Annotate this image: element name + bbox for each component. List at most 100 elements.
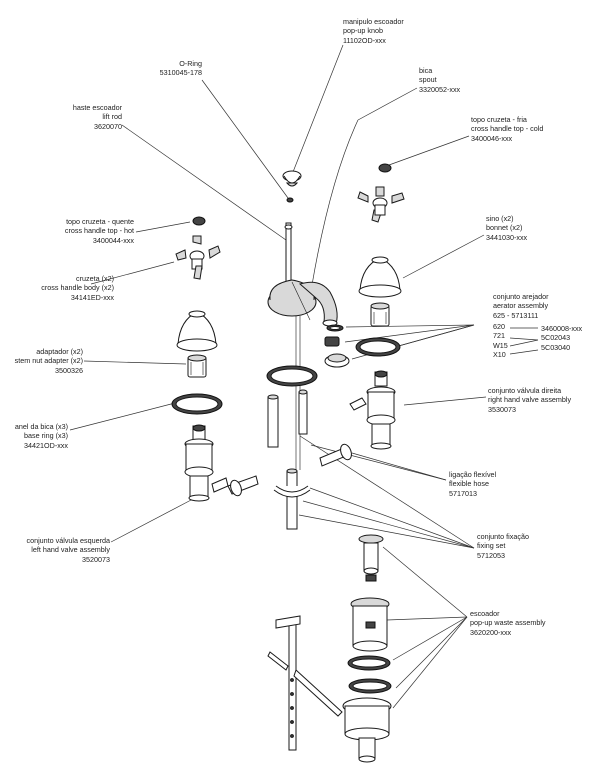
popup-knob-label: manipulo escoador pop-up knob 11102OD-xx…	[343, 17, 404, 45]
handle-body-name-en: cross handle body (x2)	[41, 283, 114, 293]
fixing-bracket-part	[273, 468, 311, 530]
base-ring-left-part	[171, 393, 223, 415]
aerator-parts	[324, 324, 401, 368]
fixing-studs-part	[267, 389, 308, 448]
aerator-variant-721: 721	[493, 331, 505, 341]
handle-top-cold-name-pt: topo cruzeta - fria	[471, 115, 527, 124]
left-valve-label: conjunto válvula esquerda left hand valv…	[26, 536, 110, 564]
handle-body-label: cruzeta (x2) cross handle body (x2) 3414…	[41, 274, 114, 302]
spout-code: 3320052-xxx	[419, 84, 461, 94]
aerator-name-pt: conjunto arejador	[493, 292, 549, 301]
bonnet-label: sino (x2) bonnet (x2) 3441030-xxx	[486, 214, 527, 242]
popup-knob-code: 11102OD-xxx	[343, 35, 386, 45]
aerator-label: conjunto arejador aerator assembly 625 -…	[493, 292, 549, 320]
base-ring-center-part	[266, 365, 318, 387]
handle-top-cold-code: 3400046-xxx	[471, 133, 513, 143]
fixing-set-name-en: fixing set	[477, 541, 506, 551]
left-valve-name-pt: conjunto válvula esquerda	[26, 536, 110, 545]
handle-top-hot-code: 3400044-xxx	[92, 235, 134, 245]
cold-handle-part	[357, 186, 405, 223]
right-valve-label: conjunto válvula direita right hand valv…	[488, 386, 571, 414]
waste-gasket-lower-part	[348, 678, 392, 694]
hot-handle-top-part	[192, 216, 206, 226]
handle-top-hot-name-en: cross handle top - hot	[64, 226, 134, 236]
aerator-variant-w15: W15	[493, 340, 508, 350]
base-ring-name-pt: anel da bica (x3)	[14, 422, 68, 431]
left-valve-name-en: left hand valve assembly	[31, 545, 110, 555]
right-valve-name-en: right hand valve assembly	[488, 395, 572, 405]
waste-code: 3620200-xxx	[470, 627, 512, 637]
adapter-code: 3500326	[55, 365, 83, 375]
popup-knob-name-pt: manipulo escoador	[343, 17, 404, 26]
handle-top-hot-name-pt: topo cruzeta - quente	[66, 217, 134, 226]
left-bonnet-part	[176, 310, 218, 352]
right-adapter-part	[370, 302, 390, 327]
oring-label: O-Ring 5310045-178	[160, 59, 202, 78]
hose-name-en: flexible hose	[449, 479, 489, 489]
cold-handle-top-part	[378, 163, 392, 173]
leader-lines	[69, 44, 539, 709]
aerator-part-code-3: 5C03040	[541, 342, 571, 352]
oring-name: O-Ring	[179, 59, 202, 68]
right-valve-code: 3530073	[488, 404, 516, 414]
bonnet-name-pt: sino (x2)	[486, 214, 514, 223]
spout-name-pt: bica	[419, 66, 433, 75]
waste-gasket-upper-part	[347, 655, 391, 671]
fixing-set-code: 5712053	[477, 550, 505, 560]
hose-code: 5717013	[449, 488, 477, 498]
lift-rod-name-en: lift rod	[102, 112, 122, 122]
fixing-set-name-pt: conjunto fixação	[477, 532, 529, 541]
spout-name-en: spout	[419, 75, 437, 85]
hose-name-pt: ligação flexível	[449, 470, 497, 479]
adapter-label: adaptador (x2) stem nut adapter (x2) 350…	[15, 347, 83, 375]
aerator-part-code-2: 5C02043	[541, 333, 571, 343]
left-valve-part	[184, 424, 229, 502]
right-bonnet-part	[358, 256, 402, 298]
spout-label: bica spout 3320052-xxx	[419, 66, 460, 94]
base-ring-label: anel da bica (x3) base ring (x3) 34421OD…	[15, 422, 68, 450]
fixing-set-label: conjunto fixação fixing set 5712053	[477, 532, 529, 560]
adapter-name-pt: adaptador (x2)	[36, 347, 83, 356]
aerator-variants: 620 721 W15 X10	[493, 322, 508, 360]
handle-body-name-pt: cruzeta (x2)	[76, 274, 114, 283]
aerator-part-code-1: 3460008-xxx	[541, 324, 583, 333]
waste-body-part	[350, 597, 390, 652]
aerator-part-codes: 3460008-xxx 5C02043 5C03040	[541, 324, 582, 352]
lift-rod-name-pt: haste escoador	[72, 103, 122, 112]
oring-code: 5310045-178	[159, 68, 202, 78]
handle-top-cold-name-en: cross handle top - cold	[471, 124, 544, 134]
waste-name-en: pop-up waste assembly	[470, 618, 546, 628]
hose-connector-left-part	[227, 475, 259, 497]
bonnet-name-en: bonnet (x2)	[486, 223, 523, 233]
lift-rod-code: 3620070	[94, 121, 122, 131]
bonnet-code: 3441030-xxx	[486, 232, 528, 242]
adapter-name-en: stem nut adapter (x2)	[14, 356, 83, 366]
waste-stopper-part	[358, 534, 384, 582]
hose-connector-right-part	[319, 443, 352, 467]
right-valve-name-pt: conjunto válvula direita	[488, 386, 562, 395]
handle-top-cold-label: topo cruzeta - fria cross handle top - c…	[471, 115, 543, 143]
waste-label: escoador pop-up waste assembly 3620200-x…	[470, 609, 546, 637]
hot-handle-part	[175, 235, 221, 280]
popup-knob-name-en: pop-up knob	[343, 26, 383, 36]
hose-label: ligação flexível flexible hose 5717013	[449, 470, 496, 498]
left-adapter-part	[187, 354, 207, 378]
aerator-code: 625 - 5713111	[493, 310, 539, 320]
base-ring-code: 34421OD-xxx	[24, 440, 68, 450]
lift-rod-label: haste escoador lift rod 3620070	[73, 103, 122, 131]
waste-nut-part	[342, 697, 392, 763]
aerator-name-en: aerator assembly	[493, 301, 549, 311]
waste-lever-part	[267, 615, 343, 751]
handle-body-code: 34141ED-xxx	[70, 292, 114, 302]
left-valve-code: 3520073	[82, 554, 110, 564]
aerator-variant-620: 620	[493, 322, 505, 331]
right-valve-part	[349, 370, 396, 450]
oring-part	[286, 197, 294, 203]
base-ring-name-en: base ring (x3)	[24, 431, 68, 441]
waste-name-pt: escoador	[470, 609, 500, 618]
popup-knob-part	[282, 170, 302, 187]
handle-top-hot-label: topo cruzeta - quente cross handle top -…	[65, 217, 134, 245]
spout-part	[267, 279, 338, 327]
aerator-variant-x10: X10	[493, 350, 506, 360]
